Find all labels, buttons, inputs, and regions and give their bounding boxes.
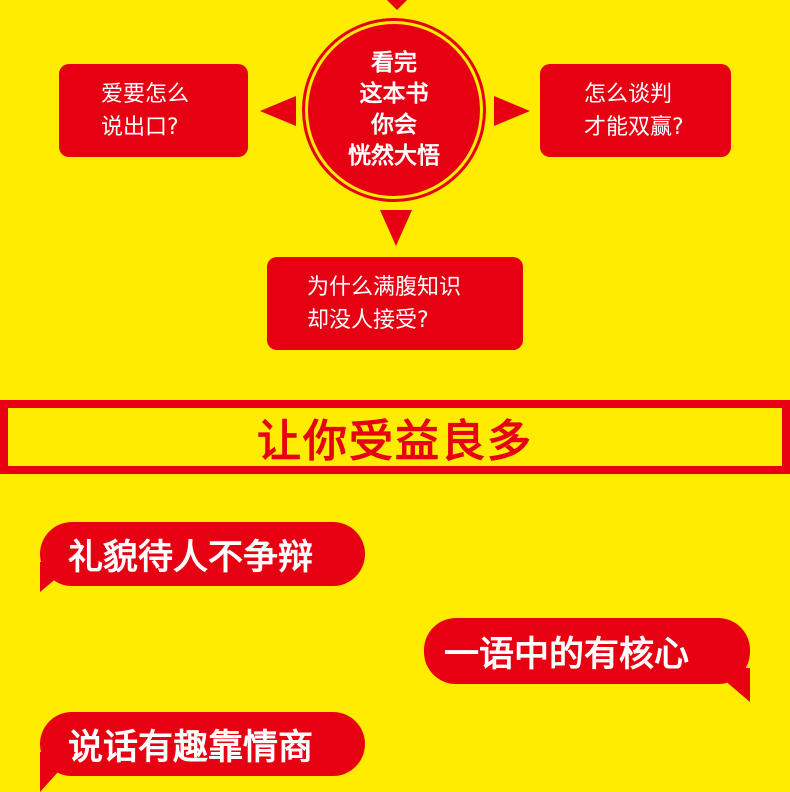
question-line: 怎么谈判 bbox=[584, 82, 673, 107]
center-line: 这本书 bbox=[359, 81, 429, 107]
question-line: 为什么满腹知识 bbox=[307, 275, 462, 300]
arrow-down-icon bbox=[380, 210, 412, 246]
banner-title: 让你受益良多 bbox=[257, 416, 533, 467]
bubble-tail bbox=[40, 562, 76, 592]
bubble-tail bbox=[40, 752, 76, 792]
arrow-right-icon bbox=[494, 96, 530, 126]
bubble-tail bbox=[710, 668, 750, 702]
speech-bubble-eq: 说话有趣靠情商 bbox=[40, 712, 365, 792]
arrow-up-icon bbox=[381, 0, 413, 10]
banner: 让你受益良多 bbox=[0, 400, 790, 474]
bubble-text: 礼貌待人不争辩 bbox=[68, 537, 314, 578]
center-circle: 看完 这本书 你会 恍然大悟 bbox=[308, 24, 480, 196]
bubble-text: 说话有趣靠情商 bbox=[68, 727, 314, 768]
center-text: 看完 这本书 你会 恍然大悟 bbox=[334, 48, 454, 172]
arrow-left-icon bbox=[260, 96, 296, 126]
speech-bubble-politeness: 礼貌待人不争辩 bbox=[40, 522, 365, 592]
question-line: 却没人接受? bbox=[307, 308, 429, 333]
question-box-negotiation: 怎么谈判 才能双赢? bbox=[540, 64, 731, 157]
center-line: 恍然大悟 bbox=[348, 143, 440, 169]
question-line: 说出口? bbox=[101, 115, 179, 140]
question-line: 才能双赢? bbox=[584, 115, 684, 140]
speech-bubble-core: 一语中的有核心 bbox=[424, 618, 750, 702]
question-box-knowledge: 为什么满腹知识 却没人接受? bbox=[267, 257, 523, 350]
question-box-love: 爱要怎么 说出口? bbox=[59, 64, 248, 157]
center-line: 你会 bbox=[371, 112, 417, 138]
banner-inner: 让你受益良多 bbox=[8, 408, 782, 467]
bubble-text: 一语中的有核心 bbox=[444, 634, 690, 675]
center-line: 看完 bbox=[371, 50, 417, 76]
question-line: 爱要怎么 bbox=[101, 82, 190, 107]
